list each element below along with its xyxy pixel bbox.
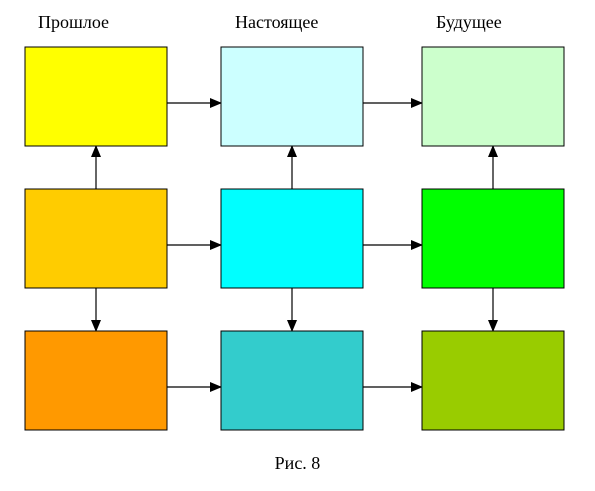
box-past-middle xyxy=(24,188,168,289)
box-present-top xyxy=(220,46,364,147)
box-past-bottom xyxy=(24,330,168,431)
column-title-present: Настоящее xyxy=(235,12,319,32)
column-title-past: Прошлое xyxy=(38,12,110,32)
box-present-bottom xyxy=(220,330,364,431)
box-future-top xyxy=(421,46,565,147)
box-future-bottom xyxy=(421,330,565,431)
column-title-future: Будущее xyxy=(436,12,502,32)
box-past-top xyxy=(24,46,168,147)
figure-caption: Рис. 8 xyxy=(274,453,321,473)
box-future-middle xyxy=(421,188,565,289)
box-present-middle xyxy=(220,188,364,289)
